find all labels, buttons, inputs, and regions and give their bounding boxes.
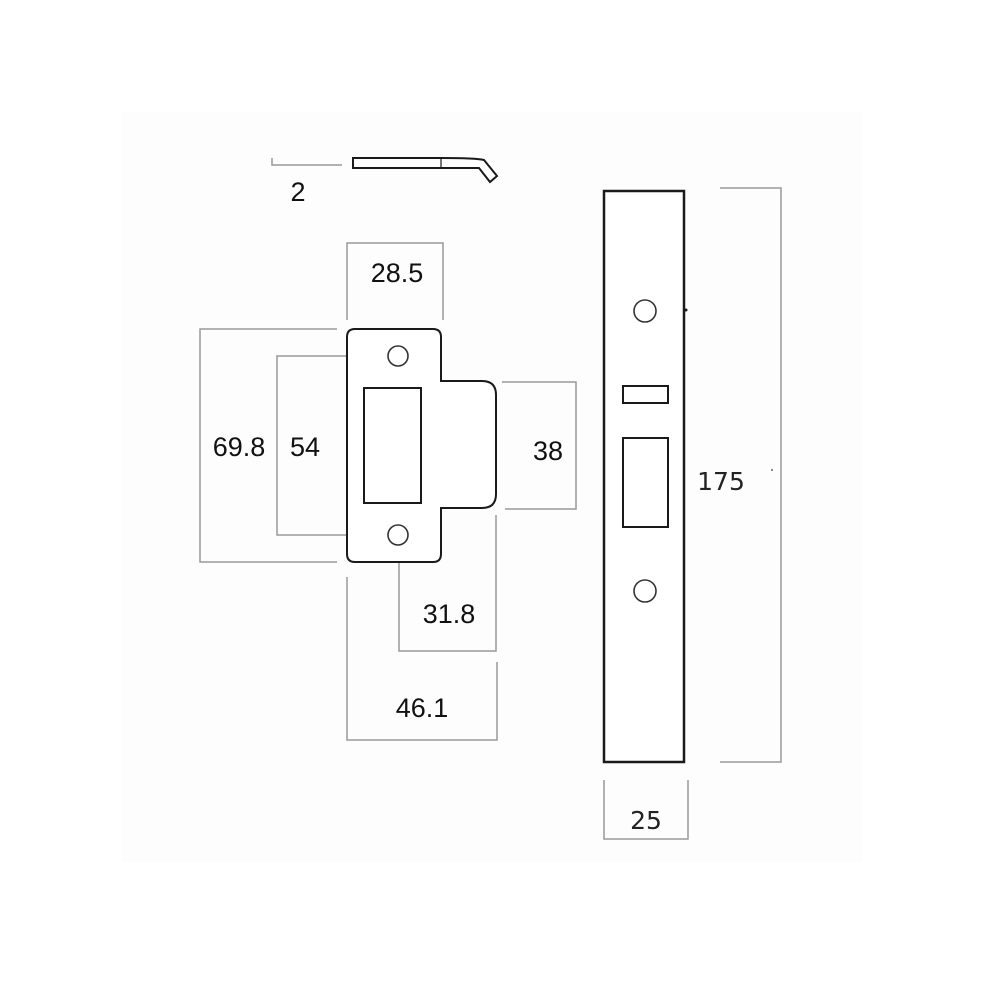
deadlock-slot (622, 385, 669, 404)
hole-centers-dimension-line (276, 355, 390, 536)
latch-aperture (363, 387, 422, 504)
thickness-label: 2 (290, 177, 305, 207)
latch-slot (622, 437, 669, 528)
width-label: 28.5 (371, 258, 424, 288)
stray-mark (771, 469, 773, 471)
overall-width-dimension-line (346, 577, 498, 741)
bottom-screw-hole-icon (387, 524, 409, 546)
forend-top-screw-hole-icon (633, 299, 657, 323)
top-screw-hole-icon (387, 345, 409, 367)
overall-width-label: 46.1 (396, 693, 449, 723)
height-label: 69.8 (213, 432, 266, 462)
forend-bottom-screw-hole-icon (633, 579, 657, 603)
height-dimension-line (199, 328, 337, 563)
width-dimension-line (346, 242, 444, 320)
strike-plate-side-view (271, 157, 499, 184)
forend-height-label: 175 (697, 467, 745, 496)
hole-to-lip-dimension-line (398, 515, 497, 652)
hole-to-lip-label: 31.8 (423, 599, 476, 629)
forend-front-view (602, 189, 688, 764)
forend-outline (602, 189, 686, 764)
thickness-dimension-line (271, 158, 342, 166)
forend-dimensions (603, 187, 782, 840)
strike-plate-front-view (346, 328, 497, 563)
lip-height-label: 38 (533, 436, 563, 466)
strike-plate-dimensions (199, 242, 577, 741)
lip-height-dimension-line (502, 381, 577, 510)
forend-width-dimension-line (603, 780, 689, 840)
edge-mark (684, 308, 688, 312)
forend-height-dimension-line (720, 187, 782, 763)
strike-plate-edge-profile (352, 157, 499, 184)
forend-width-label: 25 (630, 806, 662, 835)
hole-centers-label: 54 (290, 432, 320, 462)
